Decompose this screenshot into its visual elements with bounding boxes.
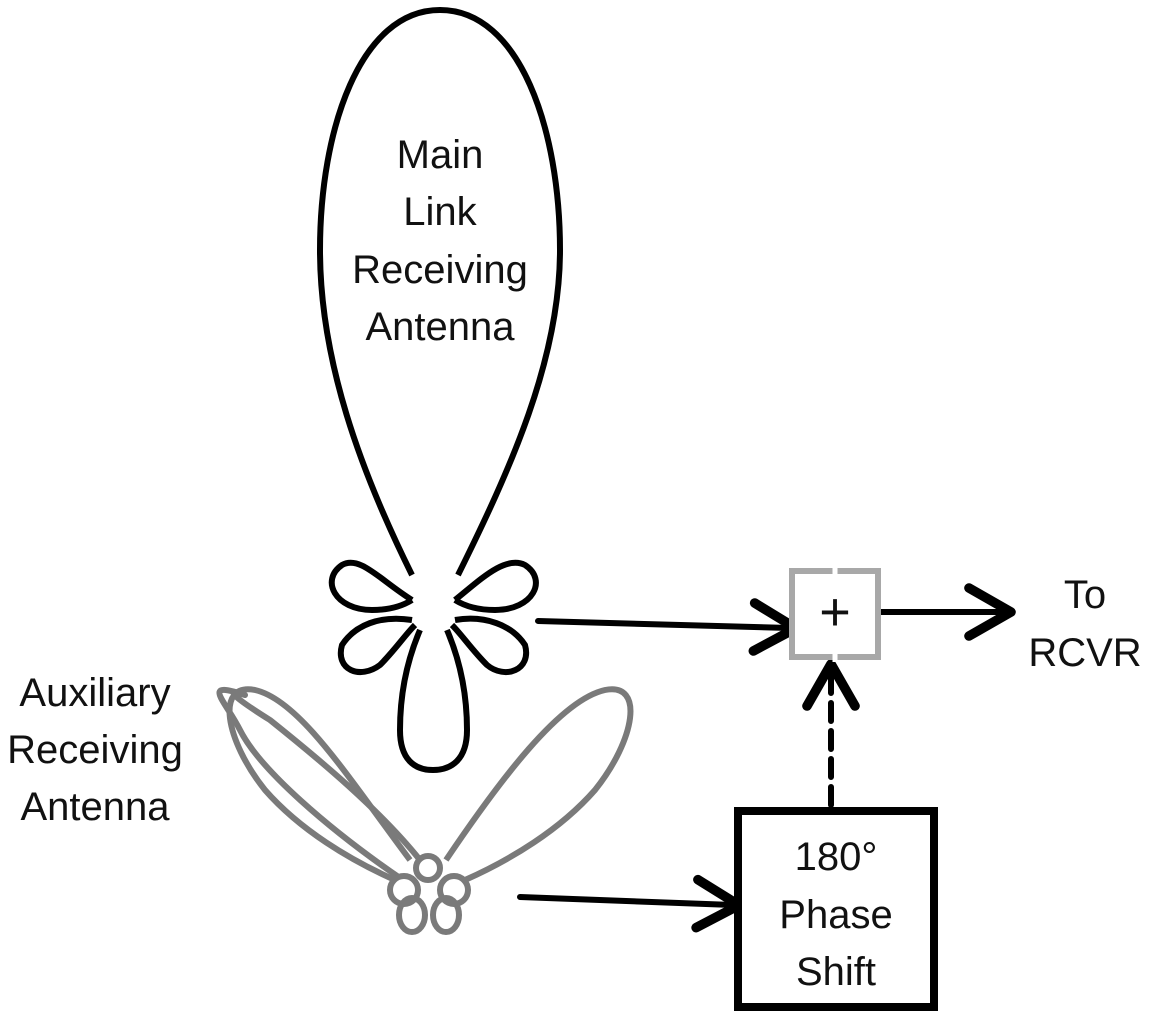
phase-shifter-label-line-3: Shift [796,950,876,994]
output-label-line-1: To [1064,573,1106,617]
aux-minor-lobes [387,853,471,935]
phase-shifter-label-line-1: 180° [795,835,878,879]
summer-plus-symbol: + [819,582,851,642]
main-to-summer-arrow [535,598,801,656]
aux-antenna-label-line-3: Antenna [20,785,170,829]
phase-shifter-box [734,807,938,1011]
aux-antenna-label-line-2: Receiving [7,728,183,772]
main-antenna-label-line-3: Receiving [352,248,528,292]
main-antenna-label-line-1: Main [397,133,484,177]
aux-to-phase-arrow [517,874,744,933]
side-lobe-upper-right [453,559,539,613]
side-lobe-upper-left [328,559,414,613]
output-label: To RCVR [1028,573,1141,675]
side-lobe-lower-right [449,615,530,676]
back-lobe [397,628,470,773]
summer: + [789,566,881,662]
aux-lobe-right-outer [443,686,634,883]
aux-antenna-label-line-1: Auxiliary [19,671,170,715]
main-lobe [317,7,563,577]
side-lobe-lower-left [337,615,418,676]
main-antenna-label-line-2: Link [403,190,477,234]
main-antenna-pattern [317,7,563,773]
aux-minor-lobe [413,853,443,883]
main-antenna-label: Main Link Receiving Antenna [352,133,528,349]
aux-minor-lobe [396,895,428,935]
aux-antenna-pattern [216,686,634,935]
phase-shifter: 180° Phase Shift [734,807,938,1011]
phase-shifter-label-line-2: Phase [779,893,892,937]
aux-lobe-left [216,687,423,881]
aux-lobe-left-outer [226,686,413,883]
aux-antenna-label: Auxiliary Receiving Antenna [7,671,183,829]
output-label-line-2: RCVR [1028,631,1141,675]
aux-minor-lobe [430,895,462,935]
main-antenna-label-line-4: Antenna [365,305,515,349]
